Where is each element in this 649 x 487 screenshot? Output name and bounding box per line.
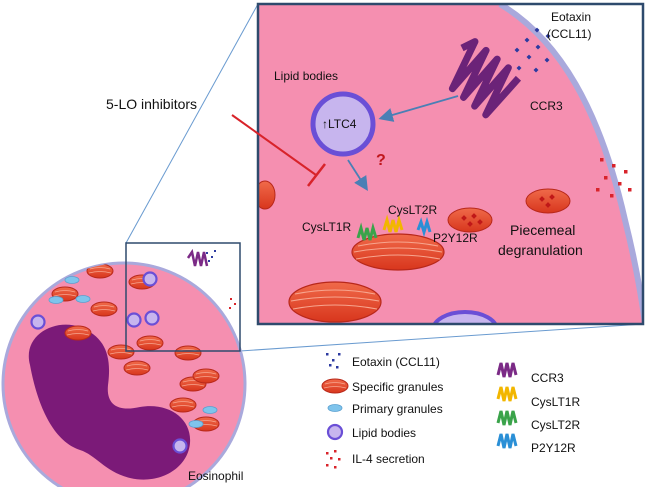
legend-eotaxin-label: Eotaxin (CCL11)	[352, 355, 440, 369]
question-mark: ?	[376, 152, 386, 169]
ltc4-release-arrow	[347, 159, 368, 192]
zoom-connector-top	[125, 3, 259, 244]
p2y12r-label: P2Y12R	[433, 231, 478, 245]
ltc4-label: ↑LTC4	[322, 117, 357, 131]
piecemeal-label-2: degranulation	[498, 242, 583, 258]
p2y12r-receptor-zoom	[416, 216, 432, 238]
specific-granules-zoom	[258, 180, 571, 323]
legend-lipid-bodies-label: Lipid bodies	[352, 426, 416, 440]
eotaxin-dots-cell	[206, 250, 216, 262]
primary-granule-icon	[327, 404, 343, 412]
inhibitor-label: 5-LO inhibitors	[106, 96, 197, 112]
legend-specific-granules-label: Specific granules	[352, 380, 443, 394]
legend: Eotaxin (CCL11) Specific granules Primar…	[321, 353, 580, 469]
nucleus	[28, 324, 191, 480]
specific-granule-icon	[321, 378, 349, 394]
lipid-body-zoom	[310, 91, 376, 157]
ccr3-receptor-icon	[496, 362, 518, 378]
legend-cyslt1r-label: CysLT1R	[531, 395, 580, 409]
legend-primary-granules-label: Primary granules	[352, 402, 443, 416]
lipid-body-icon	[326, 423, 344, 441]
eotaxin-label-2: (CCL11)	[547, 27, 591, 41]
inhibition-bar	[307, 163, 326, 187]
eotaxin-label-1: Eotaxin	[551, 10, 591, 24]
ccr3-to-lipid-arrow	[378, 95, 459, 122]
ccr3-receptor-cell	[186, 248, 209, 267]
cyslt1r-receptor-icon	[496, 386, 518, 402]
zoom-panel: ? Lipid bodies ↑LTC4 Eotaxin (CCL11) CCR…	[256, 2, 645, 326]
cyslt2r-label: CysLT2R	[388, 203, 437, 217]
p2y12r-receptor-icon	[496, 433, 518, 449]
lipid-bodies-label: Lipid bodies	[274, 69, 338, 83]
cell-label: Eosinophil	[188, 469, 243, 483]
ccr3-receptor-zoom	[448, 38, 522, 119]
zoom-connector-bottom	[239, 323, 644, 352]
piecemeal-label-1: Piecemeal	[510, 222, 575, 238]
il4-dots-icon	[326, 450, 341, 469]
legend-il4-label: IL-4 secretion	[352, 452, 425, 466]
eosinophil-cell: Eosinophil	[1, 242, 247, 487]
il4-dots-cell	[229, 298, 236, 309]
inhibitor-annotation: 5-LO inhibitors	[106, 96, 326, 187]
cyslt2r-receptor-zoom	[382, 214, 404, 233]
legend-cyslt2r-label: CysLT2R	[531, 418, 580, 432]
zoom-region-box	[125, 242, 241, 352]
il4-dots-zoom	[596, 158, 632, 198]
eotaxin-dots-icon	[326, 353, 341, 369]
cyslt2r-receptor-icon	[496, 410, 518, 426]
eotaxin-dots-zoom	[514, 27, 551, 73]
cyslt1r-receptor-zoom	[356, 222, 378, 241]
cyslt1r-label: CysLT1R	[302, 220, 351, 234]
legend-ccr3-label: CCR3	[531, 371, 564, 385]
ccr3-label: CCR3	[530, 99, 563, 113]
legend-p2y12r-label: P2Y12R	[531, 441, 576, 455]
